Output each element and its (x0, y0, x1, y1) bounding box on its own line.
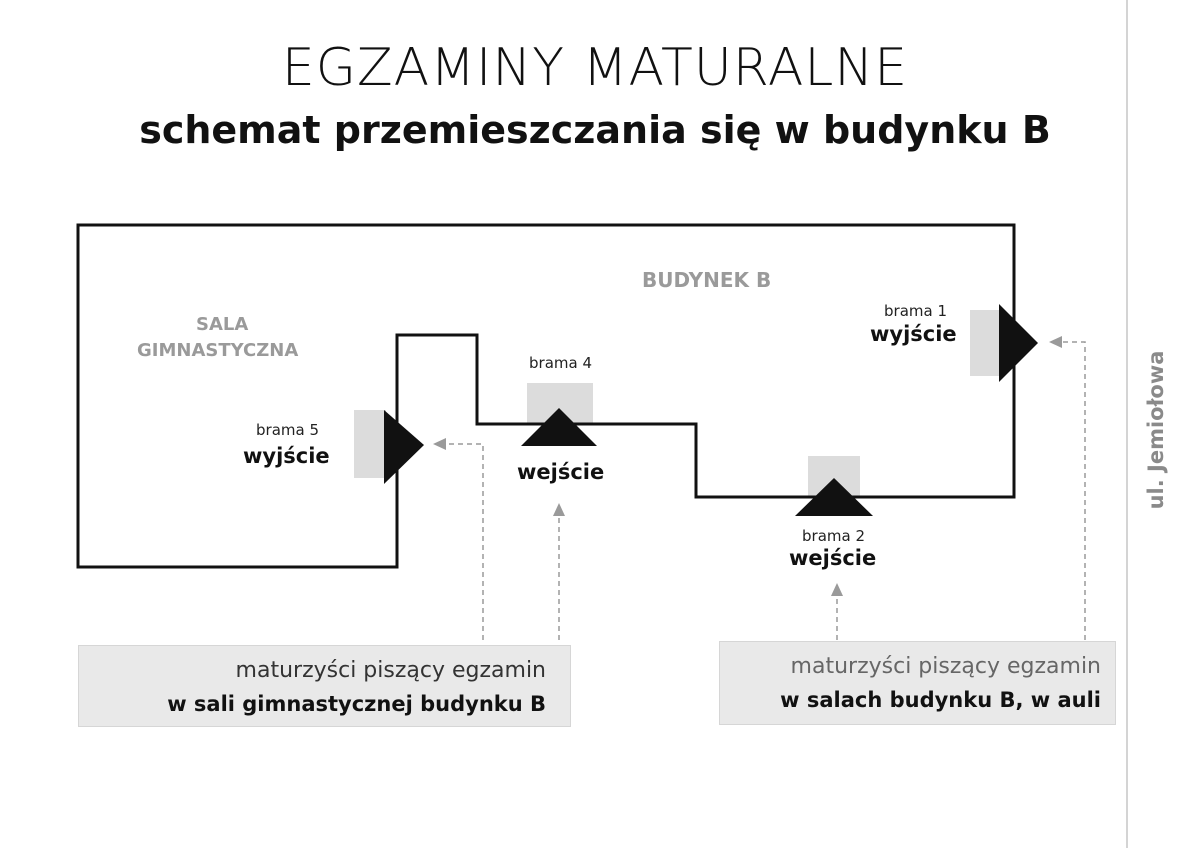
gate-4-name: brama 4 (529, 354, 592, 372)
gate-triangle-1 (999, 304, 1038, 382)
gate-5-name: brama 5 (256, 421, 319, 439)
street-divider (1126, 0, 1128, 848)
gate-5-role: wyjście (243, 444, 330, 468)
page-subtitle: schemat przemieszczania się w budynku B (139, 108, 1051, 152)
gym-label-line2: GIMNASTYCZNA (137, 340, 299, 361)
gate-block-1 (970, 310, 1002, 376)
gate-triangle-5 (384, 410, 424, 484)
arrowhead-gate-5 (433, 438, 446, 450)
arrow-path-to-gate-5 (446, 443, 484, 640)
arrowhead-gate-1 (1049, 336, 1062, 348)
gym-label-line1: SALA (196, 314, 249, 335)
gate-1-name: brama 1 (884, 302, 947, 320)
arrowhead-gate-2 (831, 583, 843, 596)
gate-2-name: brama 2 (802, 527, 865, 545)
legend-gym-group: maturzyści piszący egzamin w sali gimnas… (78, 645, 571, 727)
legend-halls-line1: maturzyści piszący egzamin (790, 654, 1101, 679)
gate-2-role: wejście (789, 546, 877, 570)
page-title: EGZAMINY MATURALNE (281, 38, 909, 98)
arrowhead-gate-4 (553, 503, 565, 516)
gate-4-role: wejście (517, 460, 605, 484)
arrow-path-to-gate-1 (1062, 341, 1086, 640)
building-label: BUDYNEK B (642, 268, 772, 292)
legend-halls-group: maturzyści piszący egzamin w salach budy… (719, 641, 1116, 725)
gate-block-5 (354, 410, 386, 478)
building-outline (76, 223, 1016, 569)
gate-triangle-2 (795, 478, 873, 516)
gate-triangle-4 (521, 408, 597, 446)
legend-gym-line2: w sali gimnastycznej budynku B (167, 692, 546, 716)
legend-halls-line2: w salach budynku B, w auli (780, 688, 1101, 712)
gate-1-role: wyjście (870, 322, 957, 346)
legend-gym-line1: maturzyści piszący egzamin (235, 658, 546, 683)
